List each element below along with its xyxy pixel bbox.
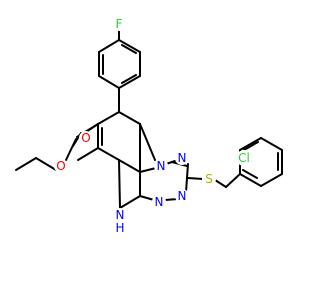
atom-o-carbonyl: O [81,131,90,145]
bond [98,39,120,53]
bond [139,195,155,201]
bond [260,173,283,187]
bond [214,179,227,188]
bond [97,111,120,125]
atom-cl: Cl [238,151,250,165]
atom-n-triazole-4: N [178,189,187,203]
atom-nh-h: H [115,221,124,235]
atom-labels: F Cl O O N N N N N H S [54,17,252,235]
atom-f: F [116,17,123,31]
atom-o-ester: O [56,159,65,173]
bond [118,39,141,53]
bond [118,159,121,209]
atom-n-triazole-3: N [155,195,164,209]
bond [121,74,137,84]
bond [139,123,156,161]
bond [35,157,57,171]
atom-s: S [205,172,213,186]
bond [77,147,99,161]
bond [139,167,157,173]
bond [239,173,262,187]
bond [242,169,258,179]
bond [97,147,120,161]
bond [118,159,141,173]
atom-n-triazole-1: N [157,159,166,173]
bond [187,177,204,180]
bond [260,137,283,151]
bond [243,141,259,151]
bond [118,111,141,125]
bond [239,137,262,151]
atom-nh: N [116,208,125,222]
bond [15,157,37,171]
atom-n-triazole-2: N [178,151,187,165]
bond [225,173,241,188]
bond [121,44,137,54]
bond [118,75,141,89]
bond [119,195,141,209]
bond [98,75,120,89]
chemical-structure-diagram: F Cl O O N N N N N H S [15,17,283,235]
bonds [15,23,283,209]
